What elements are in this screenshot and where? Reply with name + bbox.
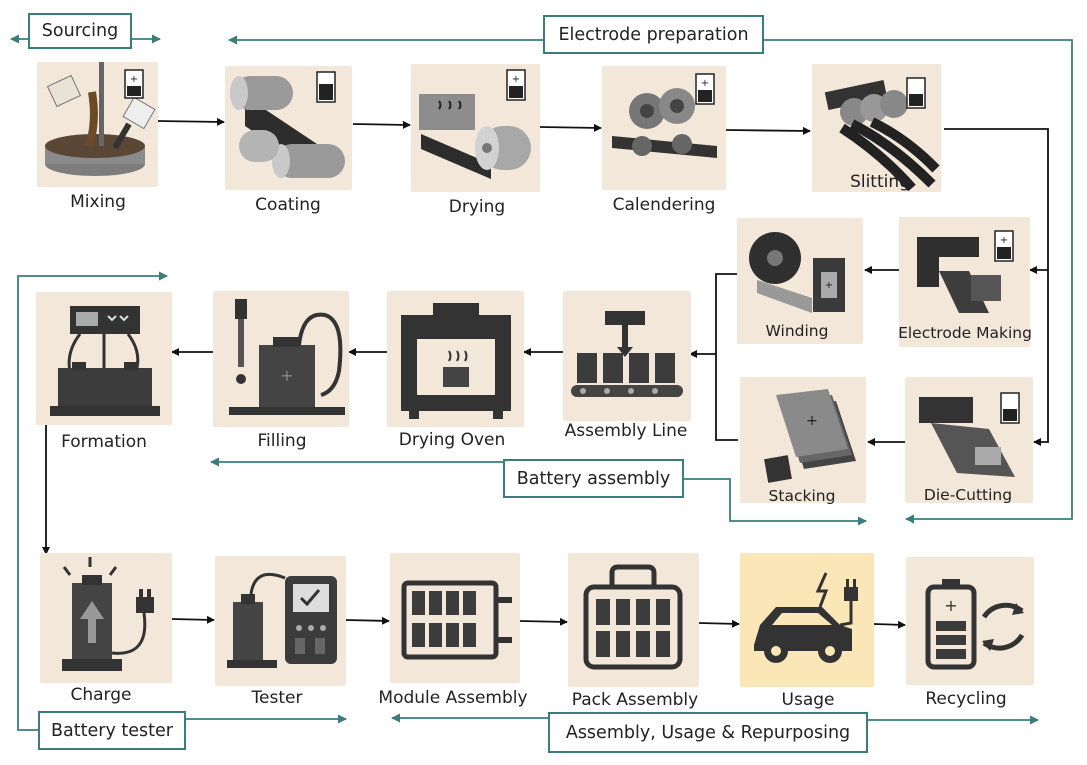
label-electrode-making: Electrode Making	[898, 324, 1032, 342]
assembly-line-tile	[563, 291, 691, 421]
module-assembly-icon	[401, 580, 512, 660]
label-formation: Formation	[61, 432, 147, 452]
pack-assembly-tile	[568, 553, 699, 687]
filling-tile: +	[213, 291, 349, 427]
svg-text:+: +	[806, 413, 818, 429]
die-cutting-icon	[919, 392, 1020, 477]
label-slitting: Slitting	[850, 172, 910, 192]
label-pack-assembly: Pack Assembly	[571, 690, 699, 710]
stacking-tile: +	[740, 377, 866, 503]
svg-text:+: +	[512, 74, 520, 85]
svg-text:+: +	[701, 78, 709, 89]
flow-arrows	[42, 117, 1049, 629]
electrode-making-tile: +	[899, 217, 1030, 347]
mixing-tile: +	[37, 62, 158, 187]
label-tester: Tester	[251, 688, 303, 708]
arrow-pack-usage	[698, 619, 740, 628]
usage-tile	[740, 553, 874, 687]
bracket-winding-stacking	[715, 273, 738, 441]
arrow-drying-calendering	[539, 123, 602, 132]
svg-text:+: +	[280, 366, 293, 385]
filling-icon: +	[229, 299, 345, 415]
formation-tile	[36, 292, 172, 425]
label-mixing: Mixing	[70, 192, 126, 212]
electrode-making-icon: +	[917, 230, 1014, 313]
tester-tile	[215, 556, 346, 686]
calendering-tile: +	[602, 66, 726, 190]
label-calendering: Calendering	[612, 195, 716, 215]
drying-oven-icon	[401, 303, 511, 419]
arrow-module-pack	[519, 617, 568, 626]
winding-tile: +	[737, 218, 863, 344]
label-coating: Coating	[255, 195, 321, 215]
drying-icon: +	[419, 69, 531, 179]
coating-tile	[225, 66, 352, 190]
arrow-calendering-slitting	[725, 126, 811, 135]
recycling-tile: +	[906, 557, 1034, 685]
label-drying-oven: Drying Oven	[398, 430, 506, 450]
group-lines	[10, 34, 1073, 731]
formation-icon	[50, 306, 160, 416]
slitting-icon	[824, 77, 940, 192]
svg-text:+: +	[944, 596, 957, 615]
group-assembly-usage-repurposing: Assembly, Usage & Repurposing	[548, 712, 868, 753]
module-assembly-tile	[390, 553, 520, 683]
arrow-mixing-coating	[156, 117, 225, 126]
svg-text:+: +	[825, 280, 833, 291]
label-filling: Filling	[257, 431, 307, 451]
charge-icon	[62, 557, 154, 671]
recycling-icon: +	[925, 579, 1025, 670]
pack-assembly-icon	[583, 564, 683, 670]
label-winding: Winding	[765, 322, 829, 340]
label-assembly-line: Assembly Line	[564, 421, 688, 441]
arrow-slitting-die-cutting	[944, 128, 1049, 446]
arrow-tester-module	[345, 616, 390, 625]
label-drying: Drying	[448, 197, 506, 217]
drying-tile: +	[411, 64, 540, 192]
label-stacking: Stacking	[768, 487, 836, 505]
mixing-icon: +	[45, 62, 156, 176]
charge-tile	[40, 553, 172, 683]
label-usage: Usage	[781, 690, 835, 710]
drying-oven-tile	[387, 291, 524, 427]
tester-icon	[227, 573, 337, 668]
group-battery-tester: Battery tester	[38, 711, 186, 750]
svg-text:+: +	[1000, 235, 1008, 246]
stacking-icon: +	[764, 389, 856, 483]
calendering-icon: +	[612, 73, 717, 158]
label-recycling: Recycling	[925, 689, 1007, 709]
label-die-cutting: Die-Cutting	[923, 486, 1013, 504]
arrow-charge-tester	[171, 615, 215, 624]
winding-icon: +	[749, 232, 845, 313]
label-module-assembly: Module Assembly	[378, 688, 528, 708]
coating-icon	[230, 71, 345, 178]
arrow-coating-drying	[352, 120, 411, 129]
die-cutting-tile	[905, 377, 1033, 503]
group-sourcing: Sourcing	[28, 13, 132, 49]
arrow-usage-recycling	[873, 620, 906, 629]
svg-text:+: +	[130, 74, 138, 85]
usage-icon	[754, 572, 858, 663]
group-battery-assembly: Battery assembly	[503, 459, 684, 498]
group-electrode-preparation: Electrode preparation	[543, 15, 764, 54]
assembly-line-icon	[571, 311, 683, 397]
label-charge: Charge	[70, 685, 132, 705]
slitting-tile	[812, 64, 941, 192]
